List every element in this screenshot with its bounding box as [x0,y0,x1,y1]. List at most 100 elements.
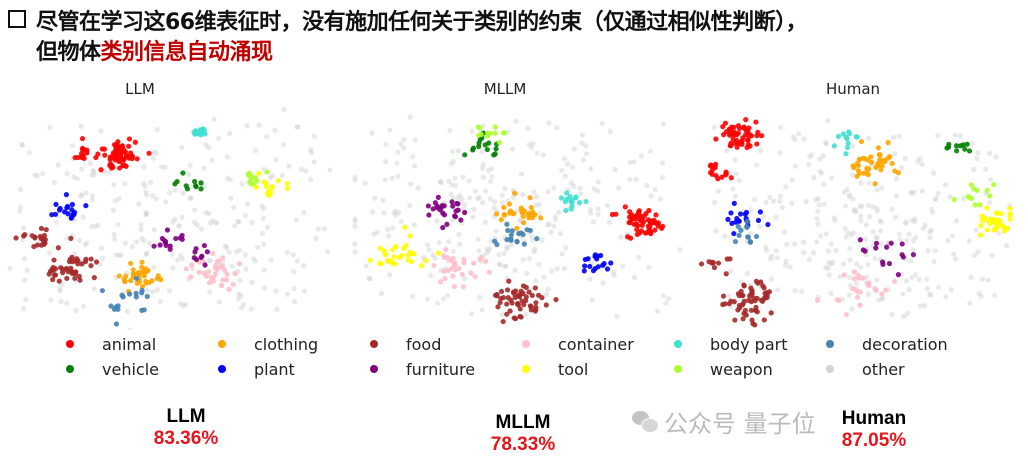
point-other [256,122,262,128]
point-body-part [835,133,842,140]
point-other [311,133,317,139]
point-container [445,267,451,274]
point-weapon [492,124,498,130]
point-clothing [506,201,513,207]
point-other [583,151,590,157]
point-other [248,306,255,312]
point-other [828,290,834,297]
point-other [579,140,585,146]
point-other [385,227,391,233]
point-container [843,312,849,318]
point-other [526,256,533,262]
point-other [525,125,531,131]
point-weapon [967,194,973,201]
point-other [411,163,418,169]
point-other [847,257,853,263]
point-other [917,156,923,162]
score-model: LLM [166,406,206,427]
point-other [781,229,788,235]
point-other [291,299,298,305]
point-food [516,293,522,299]
point-vehicle [184,186,191,192]
point-clothing [128,260,134,267]
point-other [817,233,824,239]
point-container [850,285,856,292]
point-container [224,271,230,278]
point-container [236,261,242,267]
point-other [440,296,446,302]
point-clothing [855,162,861,169]
point-other [179,214,185,220]
point-other [362,180,368,186]
point-other [777,193,784,199]
point-food [749,290,755,297]
point-other [893,176,900,182]
point-other [226,249,232,255]
point-decoration [505,227,511,234]
point-other [154,287,160,293]
point-other [187,162,193,168]
point-decoration [133,290,139,296]
point-container [460,284,466,290]
point-other [767,194,773,200]
point-animal [627,220,633,226]
point-food [735,291,742,297]
point-other [158,164,165,170]
point-other [274,306,280,312]
point-food [51,272,58,278]
point-clothing [510,210,516,216]
point-body-part [831,143,837,149]
point-other [237,277,243,284]
point-container [220,263,226,269]
point-plant [64,205,70,211]
point-clothing [858,138,865,145]
point-other [301,262,307,269]
watermark-text: 公众号 量子位 [664,410,816,438]
point-other [770,198,777,204]
point-food [753,278,760,284]
point-clothing [875,145,881,151]
point-other [906,286,912,293]
point-other [832,218,838,224]
point-food [732,317,738,323]
point-other [19,237,26,243]
point-food [723,271,729,277]
point-vehicle [945,144,952,150]
point-other [968,274,974,280]
watermark: 公众号 量子位 [632,404,816,439]
point-other [480,165,486,171]
point-other [993,154,999,160]
point-other [950,251,957,257]
point-other [237,247,243,253]
point-food [750,321,756,327]
point-container [431,262,437,269]
point-other [821,181,827,188]
point-other [447,127,453,134]
point-plant [83,203,89,209]
point-container [441,253,447,259]
point-other [228,195,234,201]
point-other [153,196,160,202]
point-food [507,308,513,314]
point-other [249,219,255,225]
point-food [504,311,510,317]
point-other [528,144,534,150]
point-food [91,275,97,281]
point-clothing [123,273,129,279]
point-other [493,228,499,234]
point-food [494,291,500,298]
point-weapon [248,173,254,179]
point-animal [110,154,116,160]
point-weapon [972,202,978,208]
point-other [814,216,820,222]
point-other [111,182,117,188]
point-other [186,171,192,178]
point-vehicle [964,141,970,147]
point-other [549,268,555,274]
point-other [546,120,552,126]
point-other [19,141,25,148]
point-animal [635,211,642,217]
point-decoration [113,321,120,327]
point-clothing [514,225,520,231]
point-other [476,194,482,201]
